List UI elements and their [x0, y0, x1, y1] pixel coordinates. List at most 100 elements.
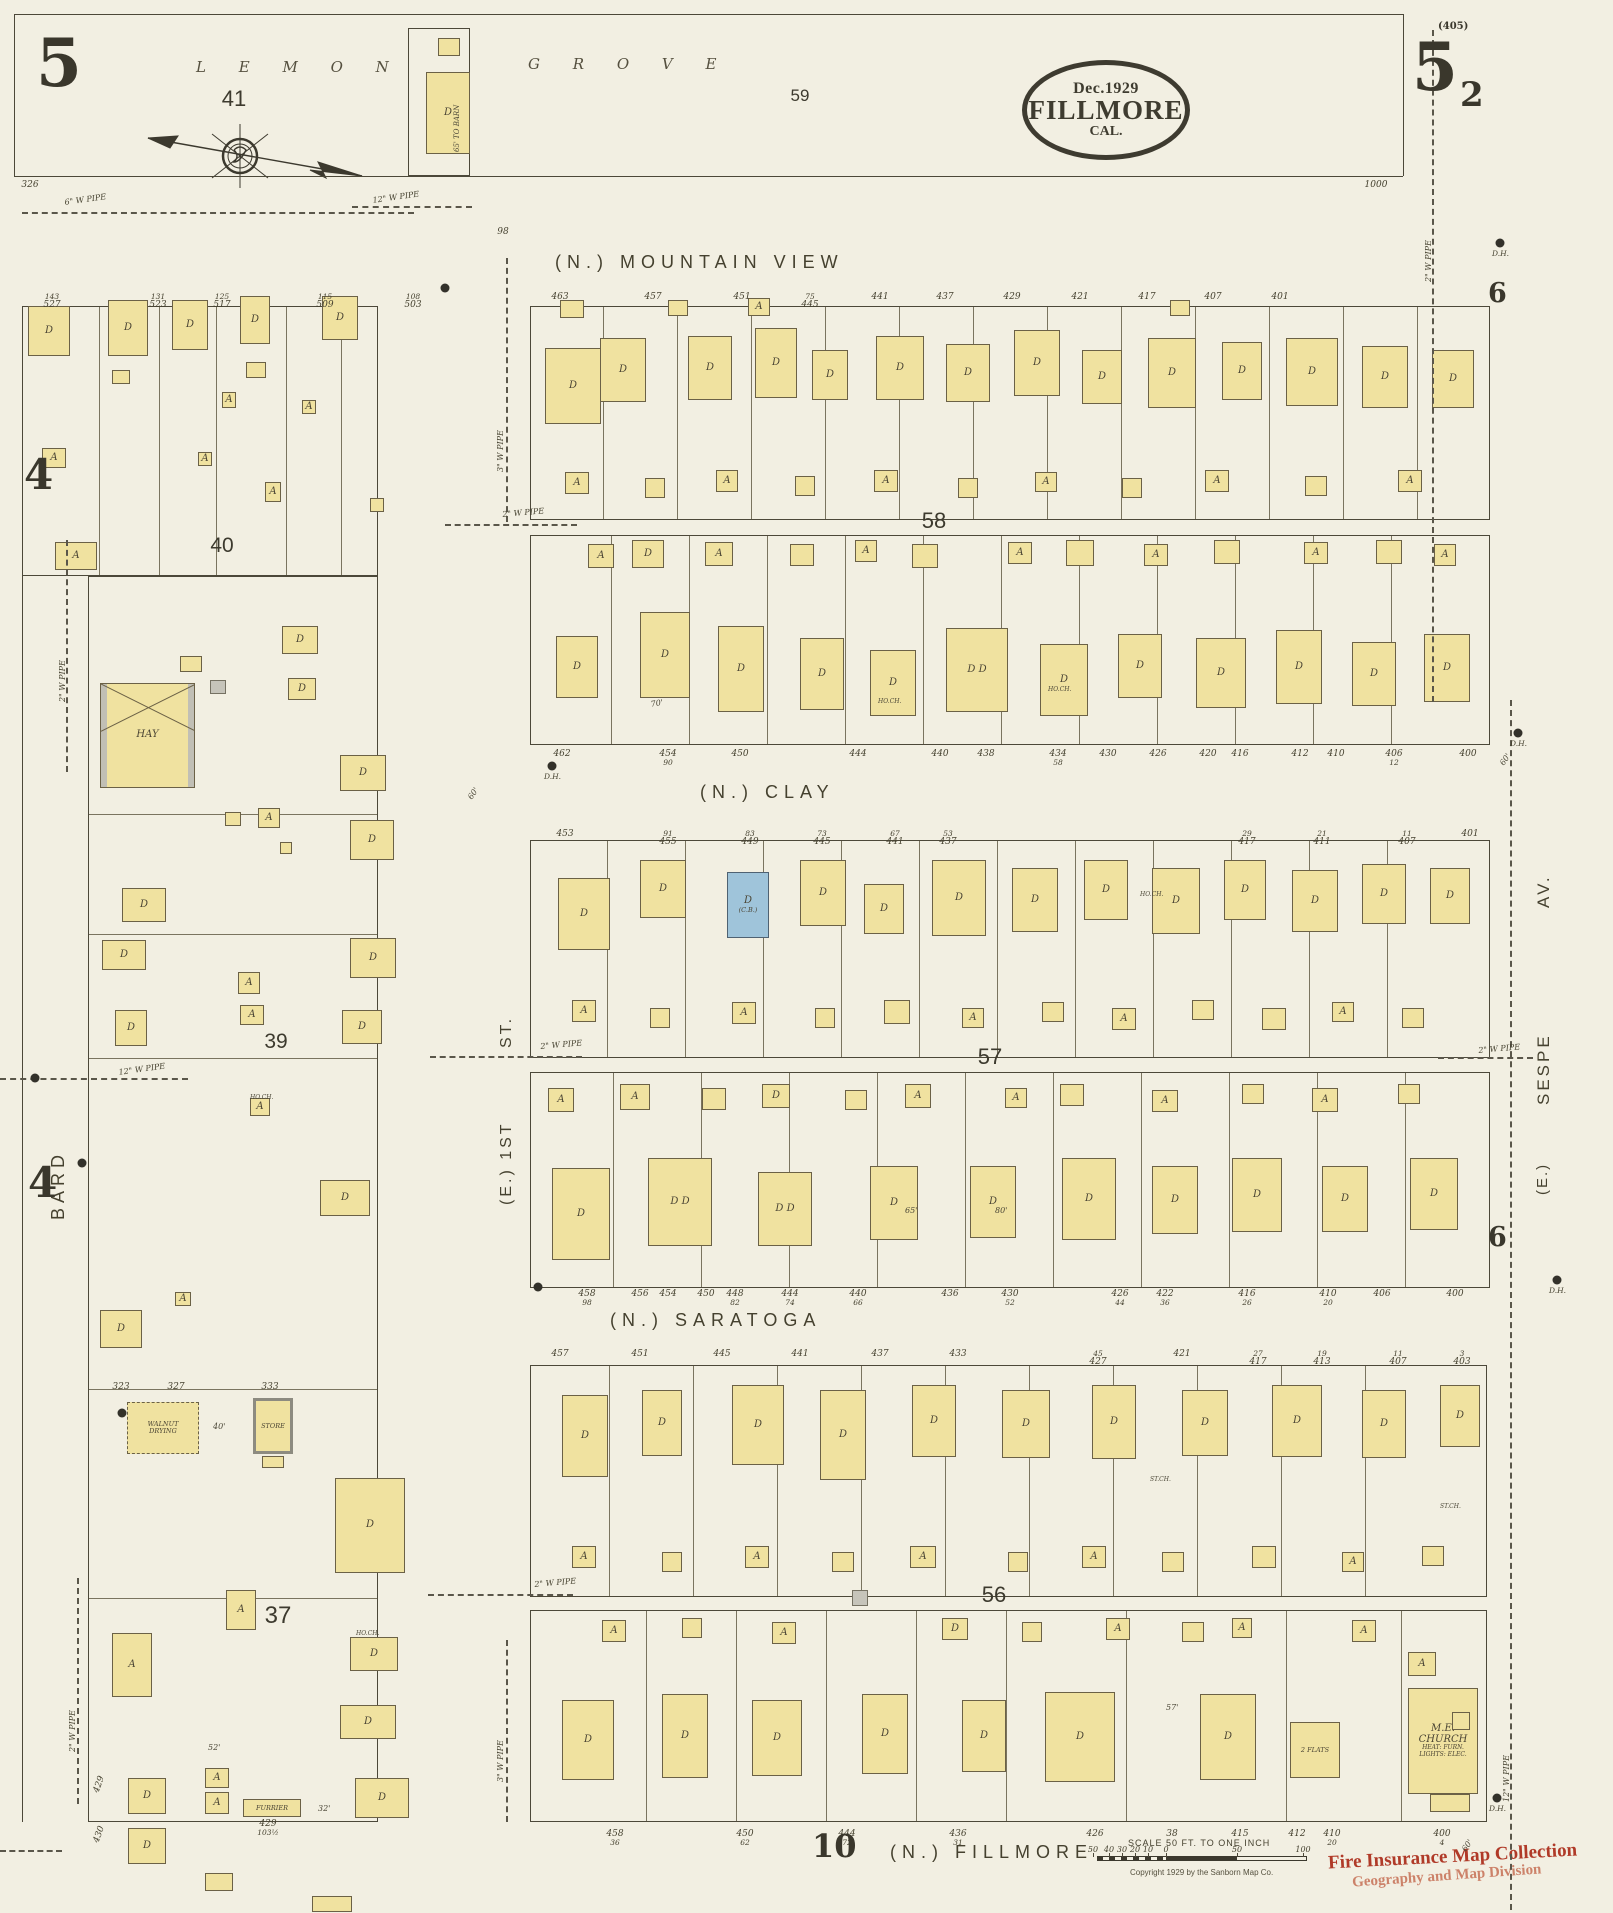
house-number: 441: [791, 1349, 808, 1359]
lot-line: [845, 536, 846, 744]
house-number-main: 38: [1166, 1829, 1178, 1839]
house-number-sub: 90: [663, 758, 673, 768]
building-use-label: A: [179, 1292, 187, 1304]
outbuilding: A: [198, 452, 212, 466]
outbuilding: A: [1035, 472, 1057, 492]
house-number-main: 411: [1313, 836, 1331, 847]
house-number-sub: 62: [740, 1838, 750, 1848]
scale-tick-mark: [1237, 1853, 1238, 1857]
house-number-main: 407: [1204, 292, 1222, 302]
scale-tick-label: 40: [1103, 1845, 1115, 1854]
house-number-main: 98: [497, 227, 509, 237]
fire-hydrant-icon: [440, 283, 450, 293]
building-use-label: M.E.: [1431, 1723, 1455, 1735]
building-use-label: A: [914, 1089, 922, 1101]
dwelling-building: D: [1430, 868, 1470, 924]
building-use-label: A: [1312, 546, 1320, 558]
building-use-label: D: [950, 1622, 960, 1634]
building-use-label: D: [618, 363, 628, 375]
house-number-main: 437: [939, 836, 957, 847]
outbuilding: A: [1106, 1618, 1130, 1640]
outbuilding: A: [1434, 544, 1456, 566]
building-use-label: D: [1292, 1414, 1302, 1426]
building-use-label: D: [1135, 659, 1145, 671]
street-name-label: (E.): [1534, 1162, 1551, 1195]
lot-line: [973, 307, 974, 519]
dwelling-building: D: [108, 300, 148, 356]
outbuilding: A: [1352, 1620, 1376, 1642]
dwelling-building: D: [640, 860, 686, 918]
outbuilding: A: [302, 400, 316, 414]
building: [1398, 1084, 1420, 1104]
building: [1122, 478, 1142, 498]
building-use-label: A: [715, 547, 723, 559]
building-use-label: A: [1349, 1555, 1357, 1567]
street-name-label: (N.) SARATOGA: [610, 1310, 822, 1330]
building-use-label: A: [1012, 1091, 1020, 1103]
building-use-label: D: [295, 633, 305, 645]
building-use-label: WALNUT: [147, 1420, 179, 1429]
building-use-label: A: [1339, 1005, 1347, 1017]
dwelling-building: D: [864, 884, 904, 934]
house-number-main: 517: [213, 299, 231, 310]
house-number: 416: [1231, 749, 1248, 759]
building-use-label: A: [1418, 1657, 1426, 1669]
map-title-oval: Dec.1929 FILLMORE CAL.: [1022, 60, 1190, 160]
house-number: 327: [167, 1382, 184, 1392]
dwelling-building: D: [1222, 342, 1262, 400]
dwelling-building: D: [1410, 1158, 1458, 1230]
house-number-sub: 3: [1459, 1349, 1465, 1358]
hay-barn: HAY: [100, 683, 195, 788]
dimension-note: ST.CH.: [1150, 1476, 1171, 1483]
building-use-label: D: [658, 882, 668, 894]
dwelling-building: D: [812, 350, 848, 400]
building-use-label: D: [358, 766, 368, 778]
dwelling-building: D: [128, 1828, 166, 1864]
building-use-label: (C.B.): [738, 905, 758, 914]
dwelling-building: D: [282, 626, 318, 654]
block-number: 39: [264, 1030, 288, 1053]
street-name-label: (E.) 1ST: [498, 1121, 515, 1205]
house-number: 420: [1199, 749, 1216, 759]
house-number: 426: [1149, 749, 1166, 759]
building-use-label: A: [1152, 548, 1160, 560]
store-building: STORE: [253, 1398, 293, 1454]
dwelling-building: D: [172, 300, 208, 350]
house-number-sub: 75: [805, 292, 815, 301]
scale-tick-label: 50: [1087, 1845, 1099, 1854]
building: [205, 1873, 233, 1891]
house-number: 326: [21, 180, 38, 190]
adjacent-sheet-number: 5: [1412, 28, 1458, 106]
lot-line: [965, 1073, 966, 1287]
dimension-note: HO.CH.: [356, 1630, 380, 1637]
dimension-note: 32': [318, 1804, 331, 1813]
building: [645, 478, 665, 498]
building-use-label: D: [771, 356, 781, 368]
dimension-note: HO.CH.: [250, 1094, 274, 1101]
building: [246, 362, 266, 378]
city-block: [530, 840, 1490, 1058]
building-use-label: D: [139, 898, 149, 910]
building-use-label: A: [248, 1008, 256, 1020]
outbuilding: A: [205, 1792, 229, 1814]
lot-line: [1281, 1366, 1282, 1596]
lot-line: [613, 1073, 614, 1287]
house-number-main: 407: [1389, 1356, 1407, 1367]
building-use-label: D: [142, 1839, 152, 1851]
house-number: 450: [697, 1289, 714, 1299]
dwelling-building: D: [1362, 1390, 1406, 1458]
building-use-label: A: [580, 1550, 588, 1562]
house-number-main: 433: [949, 1349, 967, 1359]
house-number-main: 451: [733, 292, 751, 302]
house-number-sub: 125: [214, 292, 230, 301]
dwelling-building: D: [632, 540, 664, 568]
fire-hydrant-icon: [1552, 1275, 1562, 1285]
house-number-main: 413: [1313, 1356, 1331, 1367]
house-number-main: 429: [259, 1819, 277, 1829]
